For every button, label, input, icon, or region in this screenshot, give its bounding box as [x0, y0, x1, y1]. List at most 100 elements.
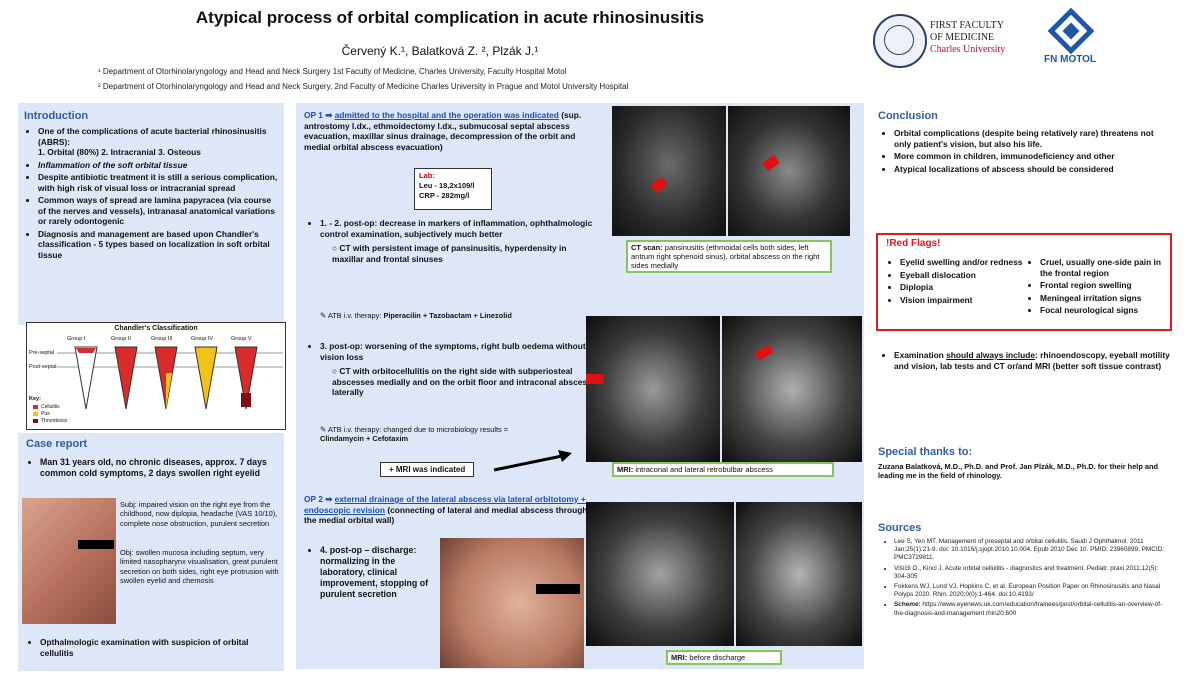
source-1: Lee S, Yen MT. Management of preseptal a…	[894, 538, 1172, 563]
intro-bullet-4: Common ways of spread are lamina papyrac…	[38, 195, 275, 226]
ct-coronal-image	[612, 106, 726, 236]
intro-bullet-5: Diagnosis and management are based upon …	[38, 228, 270, 260]
objective-text: Obj: swollen mucosa including septum, ve…	[120, 548, 279, 586]
chandler-group-2-label: Group II	[111, 336, 131, 342]
red-flag-7: Meningeal irritation signs	[1040, 293, 1168, 304]
key-thrombosis: Thrombosis	[41, 418, 68, 424]
red-flags-box: !Red Flags! Eyelid swelling and/or redne…	[876, 233, 1172, 331]
chandler-group-2-shape	[114, 346, 138, 410]
red-flag-6: Frontal region swelling	[1040, 280, 1168, 291]
lab-title: Lab:	[419, 171, 435, 180]
conclusion-bullet-2: More common in children, immunodeficienc…	[894, 151, 1115, 161]
subjective-text: Subj: impaired vision on the right eye f…	[120, 500, 278, 528]
source-4-label: Scheme:	[894, 601, 921, 609]
red-flags-right: Cruel, usually one-side pain in the fron…	[1026, 257, 1168, 318]
mri-axial-image	[722, 316, 862, 462]
chandler-group-5-label: Group V	[231, 336, 252, 342]
atb-1-drugs: Piperacilin + Tazobactam + Linezolid	[383, 311, 512, 320]
patient-photo-1	[22, 498, 116, 624]
preseptal-label: Pre-septal	[29, 350, 55, 356]
red-flags-title: !Red Flags!	[886, 238, 941, 249]
red-flag-5: Cruel, usually one-side pain in the fron…	[1040, 257, 1168, 278]
case-bullet-2-text: Opthalmologic examination with suspicion…	[40, 637, 249, 658]
chandler-title: Chandler's Classification	[114, 325, 198, 332]
introduction-heading: Introduction	[24, 110, 89, 122]
logo-line-2: OF MEDICINE	[930, 32, 995, 43]
postop-1-2-sub-text: CT with persistent image of pansinusitis…	[332, 243, 567, 264]
chandler-group-1-shape	[74, 346, 98, 410]
lab-leu: Leu - 18,2x109/l	[419, 181, 475, 190]
postop-4: 4. post-op – discharge: normalizing in t…	[306, 545, 434, 602]
mri-discharge-coronal-image	[586, 502, 734, 646]
mri-caption-1: MRI: intraconal and lateral retrobulbar …	[612, 462, 834, 477]
introduction-panel	[18, 103, 284, 325]
ct-axial-image	[728, 106, 850, 236]
charles-university-seal-icon	[873, 14, 927, 68]
case-bullet-1-text: Man 31 years old, no chronic diseases, a…	[40, 457, 267, 478]
ct-caption: CT scan: pansinusitis (ethmoidal cells b…	[626, 240, 832, 273]
mri-caption-2-label: MRI:	[671, 653, 688, 662]
fn-motol-logo-icon	[1047, 7, 1095, 55]
mri-discharge-axial-image	[736, 502, 862, 646]
affiliation-2: ² Department of Otorhinolaryngology and …	[98, 82, 629, 91]
op1-label: OP 1 ➡	[304, 110, 333, 120]
postop-1-2: 1. - 2. post-op: decrease in markers of …	[306, 218, 596, 266]
atb-2-pre: ATB i.v. therapy: changed due to microbi…	[327, 425, 509, 434]
key-label: Key:	[29, 396, 41, 402]
case-report-heading: Case report	[26, 438, 88, 450]
logo-line-1: FIRST FACULTY	[930, 20, 1005, 31]
chandler-group-3-label: Group III	[151, 336, 173, 342]
postop-3-text: 3. post-op: worsening of the symptoms, r…	[320, 341, 586, 362]
op2-link[interactable]: external drainage of the lateral abscess…	[304, 494, 586, 515]
red-flag-3: Diplopia	[900, 282, 1024, 293]
mri-indicated-box: + MRI was indicated	[380, 462, 475, 477]
sources-list: Lee S, Yen MT. Management of preseptal a…	[880, 538, 1172, 620]
logo-line-3: Charles University	[930, 44, 1006, 55]
lab-crp: CRP - 282mg/l	[419, 191, 470, 200]
poster-title: Atypical process of orbital complication…	[195, 8, 705, 27]
atb-2-drugs: Clindamycin + Cefotaxim	[320, 434, 409, 444]
atb-1-pre: ATB i.v. therapy:	[327, 311, 382, 320]
mri-caption-1-text: intraconal and lateral retrobulbar absce…	[635, 465, 773, 474]
authors: Červený K.¹, Balatková Z. ², Plzák J.¹	[341, 44, 539, 58]
op1-description: (sup. antrostomy l.dx., ethmoidectomy l.…	[304, 110, 582, 152]
op1-link[interactable]: admitted to the hospital and the operati…	[334, 110, 559, 120]
op1-text: OP 1 ➡ admitted to the hospital and the …	[304, 110, 594, 152]
postop-3: 3. post-op: worsening of the symptoms, r…	[306, 341, 596, 400]
source-4: https://www.eyenews.uk.com/education/tra…	[894, 601, 1163, 617]
postop-3-sub-text: CT with orbitocellulitis on the right si…	[332, 366, 592, 397]
eye-censor-bar-2	[536, 584, 580, 594]
affiliation-1: ¹ Department of Otorhinolaryngology and …	[98, 67, 567, 76]
op2-description: (connecting of lateral and medial absces…	[304, 504, 588, 526]
postop-3-sub: ○ CT with orbitocellulitis on the right …	[332, 366, 592, 397]
key-pus: Pus	[41, 411, 50, 417]
ct-axial-arrow-icon	[762, 154, 780, 172]
exam-rest: : rhinoendoscopy, eyeball motility and v…	[894, 350, 1170, 371]
intro-bullet-1b: 1. Orbital (80%) 2. Intracranial 3. Oste…	[38, 147, 201, 157]
conclusion-bullet-1: Orbital complications (despite being rel…	[894, 128, 1154, 149]
postop-1-2-sub: ○ CT with persistent image of pansinusit…	[332, 243, 567, 264]
lab-box: Lab: Leu - 18,2x109/l CRP - 282mg/l	[414, 168, 492, 210]
chandler-group-5-shape	[234, 346, 258, 410]
case-bullet-1: Man 31 years old, no chronic diseases, a…	[26, 457, 278, 481]
op2-label: OP 2 ➡	[304, 494, 333, 504]
source-3: Fokkens WJ, Lund VJ, Hopkins C, et al. E…	[894, 583, 1172, 599]
red-flag-2: Eyeball dislocation	[900, 270, 1024, 281]
red-flag-4: Vision impairment	[900, 295, 1024, 306]
chandler-group-1-label: Group I	[67, 336, 86, 342]
red-flags-left: Eyelid swelling and/or redness Eyeball d…	[886, 257, 1024, 307]
conclusion-bullet-3: Atypical localizations of abscess should…	[894, 163, 1114, 174]
chandler-group-3-shape	[154, 346, 178, 410]
sources-heading: Sources	[878, 522, 922, 534]
atb-2: ✎ ATB i.v. therapy: changed due to micro…	[320, 425, 509, 444]
conclusion-heading: Conclusion	[878, 110, 938, 122]
exam-emphasis: should always include	[946, 350, 1036, 360]
exam-pre: Examination	[894, 350, 944, 360]
thanks-text: Zuzana Balatková, M.D., Ph.D. and Prof. …	[878, 462, 1159, 481]
mri-caption-2: MRI: before discharge	[666, 650, 782, 665]
atb-1: ✎ ATB i.v. therapy: Piperacilin + Tazoba…	[320, 311, 512, 320]
eye-censor-bar	[78, 540, 114, 549]
mri-caption-2-text: before discharge	[689, 653, 746, 662]
mri-axial-arrow-icon	[754, 344, 774, 361]
chandler-group-4-label: Group IV	[191, 336, 214, 342]
